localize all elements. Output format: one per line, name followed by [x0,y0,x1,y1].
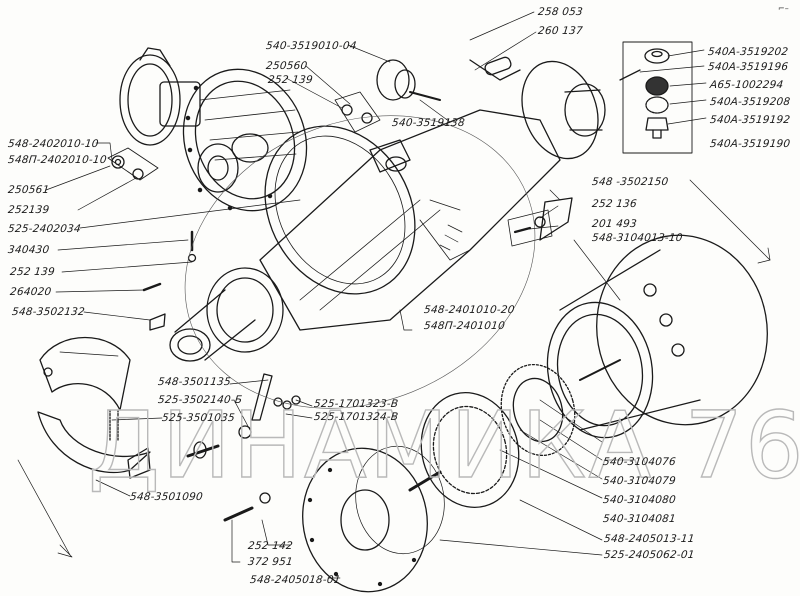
explosion-axis-lines [17,115,771,558]
part-label-540-3104079: 540-3104079 [602,475,677,487]
part-label-548P-2401010: 548П-2401010 [423,320,506,332]
part-label-548-2405018-01: 548-2405018-01 [249,574,342,586]
part-label-252139-b: 252 139 [9,266,56,278]
part-label-548P-2402010-10: 548П-2402010-10 [7,154,108,166]
part-label-540A-3519190: 540А-3519190 [709,138,791,150]
brake-shoes-drawing [37,336,151,479]
left-axle-spindle-drawing [169,267,284,362]
part-label-548-2405013-11: 548-2405013-11 [603,533,696,545]
slack-adjuster-drawing [142,230,301,522]
part-label-540-3519138: 540-3519138 [391,117,466,129]
part-label-548-3502132: 548-3502132 [11,306,86,318]
right-spindle-drawing [469,56,606,160]
part-label-548-3502150: 548 -3502150 [591,176,669,188]
part-label-540A-3519208: 540А-3519208 [709,96,791,108]
planetary-gear-drawing [408,363,576,509]
part-label-540A-3519202: 540А-3519202 [707,46,789,58]
part-label-340430: 340430 [7,244,50,256]
leader-lines [45,11,707,579]
part-label-260137: 260 137 [537,25,584,37]
part-label-548-3104013-10: 548-3104013-10 [591,232,684,244]
cam-bracket-drawing [507,197,573,247]
part-label-548-3501090: 548-3501090 [129,491,204,503]
part-label-540-3104080: 540-3104080 [602,494,677,506]
brake-drum-drawing [546,234,768,439]
part-label-548-2401010-20: 548-2401010-20 [423,304,516,316]
part-label-540A-3519196: 540А-3519196 [707,61,789,73]
part-label-525-2402034: 525-2402034 [7,223,82,235]
nut-washer-pair-drawing [107,147,159,181]
part-label-250561: 250561 [7,184,50,196]
corner-mark: ⌐– [778,4,789,13]
part-label-540-3104076: 540-3104076 [602,456,677,468]
brake-chamber-kit-drawing [619,41,693,154]
part-label-252139-a: 252139 [7,204,50,216]
part-label-A65-1002294: А65-1002294 [709,79,784,91]
part-label-201493: 201 493 [591,218,638,230]
part-label-525-3501035: 525-3501035 [161,412,236,424]
part-label-252142: 252 142 [247,540,294,552]
axle-housing-drawing [259,109,561,331]
part-label-540A-3519192: 540А-3519192 [709,114,791,126]
part-label-372951: 372 951 [247,556,294,568]
part-label-525-3502140-6: 525-3502140-Б [157,394,243,406]
hub-flange-drawing [302,445,445,593]
part-label-264020: 264020 [9,286,52,298]
differential-assembly-drawing [119,47,308,212]
part-label-540-3519010-04: 540-3519010-04 [265,40,358,52]
part-label-258053: 258 053 [537,6,584,18]
part-label-252136: 252 136 [591,198,638,210]
part-label-548-2402010-10: 548-2402010-10 [7,138,100,150]
part-label-548-3501135: 548-3501135 [157,376,232,388]
part-label-540-3104081: 540-3104081 [602,513,677,525]
part-label-525-2405062-01: 525-2405062-01 [603,549,696,561]
part-label-252139-top: 252 139 [267,74,314,86]
part-label-525-1701323-V: 525-1701323-В [313,398,399,410]
part-label-525-1701324-V: 525-1701324-В [313,411,399,423]
part-label-250560: 250560 [265,60,308,72]
brake-valve-drawing [334,59,441,133]
